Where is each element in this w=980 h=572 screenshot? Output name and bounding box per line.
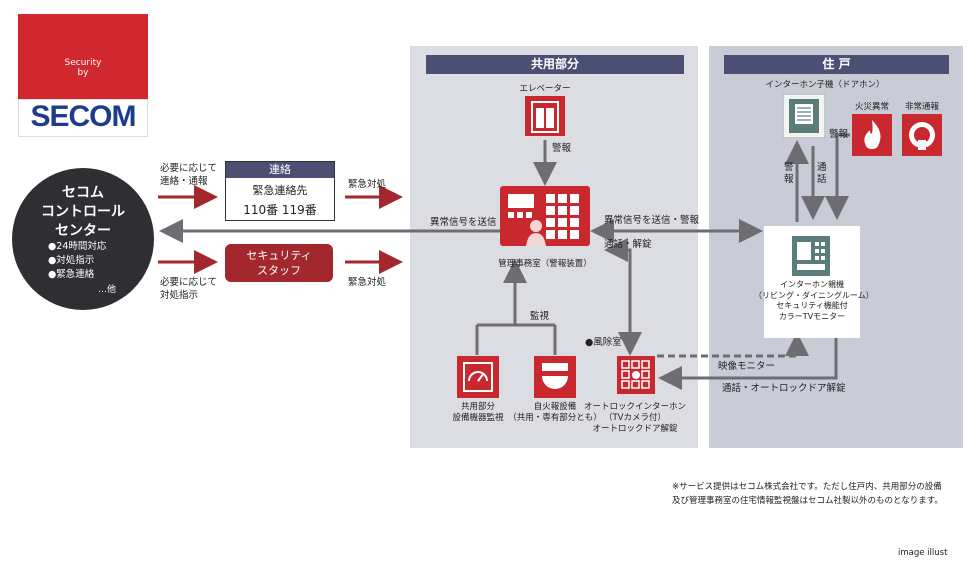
secom-logo-red-block bbox=[18, 14, 148, 99]
alarm-panel-icon bbox=[500, 186, 590, 246]
control-center-item: ●24時間対応 bbox=[48, 241, 107, 252]
common-area-header: 共用部分 bbox=[426, 55, 684, 74]
control-center-list: ●24時間対応 ●対処指示 ●緊急連絡 bbox=[48, 240, 106, 282]
equipment-monitor-icon bbox=[457, 356, 499, 398]
intercom-main-unit-icon bbox=[792, 236, 830, 276]
emergency-call-label: 非常通報 bbox=[904, 102, 939, 112]
label-talk-vertical: 通 話 bbox=[817, 162, 827, 185]
contact-box: 連絡 緊急連絡先 110番 119番 bbox=[225, 161, 335, 221]
label-wind-room: ●風除室 bbox=[585, 337, 622, 348]
office-label: 管理事務室（警報装置） bbox=[498, 259, 592, 269]
control-center-other: …他 bbox=[98, 285, 117, 295]
label-abnormal-signal-alarm: 異常信号を送信・警報 bbox=[604, 215, 700, 226]
label-video-monitor: 映像モニター bbox=[718, 361, 776, 372]
control-center-item: ●対処指示 bbox=[48, 255, 95, 266]
contact-header: 連絡 bbox=[226, 162, 334, 178]
secom-logo-white-block bbox=[18, 99, 148, 137]
label-abnormal-signal: 異常信号を送信 bbox=[430, 217, 497, 228]
autolock-label: オートロックインターホン （TVカメラ付） オートロックドア解錠 bbox=[583, 402, 686, 434]
label-response-order: 必要に応じて 対処指示 bbox=[160, 277, 218, 301]
elevator-label: エレベーター bbox=[519, 84, 571, 94]
image-note: image illust bbox=[898, 548, 948, 558]
label-talk-autolock: 通話・オートロックドア解錠 bbox=[722, 383, 846, 394]
label-emergency-response-1: 緊急対処 bbox=[348, 179, 387, 190]
label-talk-unlock: 通話・解錠 bbox=[604, 239, 652, 250]
control-center-item: ●緊急連絡 bbox=[48, 269, 95, 280]
contact-line1: 緊急連絡先 bbox=[252, 184, 308, 197]
equipment-label: 共用部分 設備機器監視 bbox=[452, 402, 504, 423]
secom-logo-text: SECOM bbox=[30, 100, 136, 133]
door-phone-icon bbox=[783, 94, 825, 138]
residence-header: 住 戸 bbox=[724, 55, 949, 74]
emergency-call-icon bbox=[902, 114, 942, 156]
control-center-circle: セコム コントロール センター ●24時間対応 ●対処指示 ●緊急連絡 …他 bbox=[12, 168, 154, 310]
door-phone-label: インターホン子機（ドアホン） bbox=[765, 80, 885, 90]
security-staff-box: セキュリティ スタッフ bbox=[225, 244, 333, 282]
control-center-title: セコム コントロール センター bbox=[41, 185, 125, 239]
fire-alarm-label: 自火報設備 （共用・専有部分とも） bbox=[508, 402, 602, 423]
elevator-icon bbox=[525, 96, 565, 136]
label-emergency-response-2: 緊急対処 bbox=[348, 277, 387, 288]
label-alarm-elevator: 警報 bbox=[552, 143, 572, 154]
footnote: ※サービス提供はセコム株式会社です。ただし住戸内、共用部分の設備 及び管理事務室… bbox=[672, 482, 943, 506]
autolock-intercom-icon bbox=[617, 356, 655, 394]
fire-icon bbox=[852, 114, 892, 156]
label-alarm-fire: 警報 bbox=[829, 129, 849, 140]
security-by-text: Security by bbox=[64, 58, 102, 78]
contact-line2: 110番 119番 bbox=[243, 203, 317, 217]
fire-label: 火災異常 bbox=[854, 102, 889, 112]
label-alarm-vertical: 警 報 bbox=[784, 162, 794, 185]
main-unit-label: インターホン親機 （リビング・ダイニングルーム） セキュリティ機能付 カラーTV… bbox=[754, 280, 874, 321]
fire-alarm-bell-icon bbox=[534, 356, 576, 398]
label-monitor: 監視 bbox=[530, 311, 550, 322]
label-contact-report: 必要に応じて 連絡・通報 bbox=[160, 163, 218, 187]
